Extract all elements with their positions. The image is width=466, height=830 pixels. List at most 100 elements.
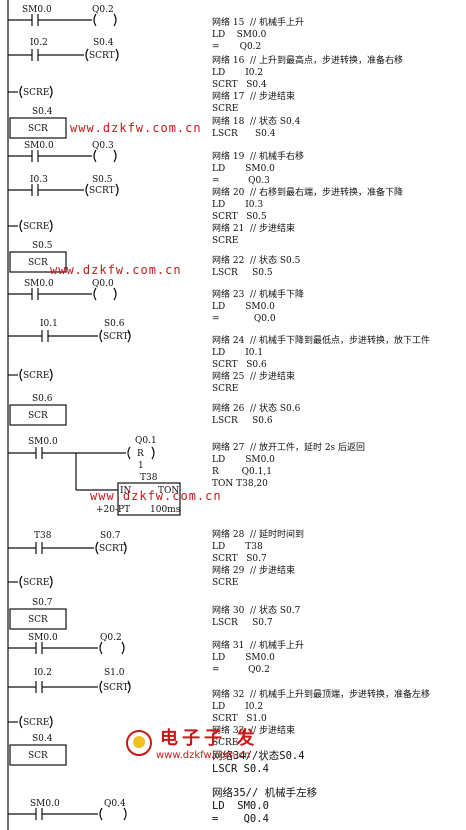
- svg-text:S0.4: S0.4: [32, 107, 53, 117]
- svg-text:I0.1: I0.1: [40, 319, 58, 329]
- il-line: = Q0.2: [212, 42, 262, 52]
- il-line: LD SM0.0: [212, 800, 269, 812]
- rung-2: I0.2 S0.4 SCRT: [8, 38, 119, 62]
- il-line: SCRT S0.6: [212, 360, 267, 370]
- il-line: LSCR S0.4: [212, 129, 276, 139]
- il-line: 网络 27 // 放开工件，延时 2s 后返回: [212, 443, 366, 453]
- il-line: 网络 32 // 机械手上升到最顶端，步进转换，准备左移: [212, 690, 430, 700]
- svg-text:Q0.1: Q0.1: [135, 436, 157, 446]
- il-line: LSCR S0.6: [212, 416, 273, 426]
- il-line: R Q0.1,1: [212, 467, 272, 477]
- il-line: 网络 31 // 机械手上升: [212, 641, 304, 651]
- svg-text:SCR: SCR: [28, 258, 48, 268]
- rung-5: SM0.0 Q0.3: [8, 141, 117, 163]
- svg-text:SCR: SCR: [28, 411, 48, 421]
- svg-text:I0.2: I0.2: [30, 38, 48, 48]
- il-line: 网络 28 // 延时时间到: [212, 530, 304, 540]
- svg-text:100ms: 100ms: [150, 505, 181, 515]
- il-line: LD T38: [212, 542, 263, 552]
- watermark: www.dzkfw.com.cn: [50, 263, 182, 277]
- il-line: 网络 20 // 右移到最右端，步进转换，准备下降: [212, 188, 403, 198]
- watermark: www.dzkfw.com.cn: [90, 489, 222, 503]
- il-line: LD SM0.0: [212, 455, 275, 465]
- svg-text:SM0.0: SM0.0: [28, 633, 58, 643]
- svg-text:SM0.0: SM0.0: [24, 279, 54, 289]
- il-line: SCRT S0.4: [212, 80, 267, 90]
- svg-text:S0.5: S0.5: [32, 241, 53, 251]
- watermark: www.dzkfw.com.cn: [70, 121, 202, 135]
- svg-text:S0.4: S0.4: [93, 38, 114, 48]
- il-line: TON T38,20: [212, 479, 268, 489]
- rung-8: S0.5 SCR: [9, 241, 67, 273]
- il-line: SCRT S0.5: [212, 212, 267, 222]
- il-line: 网络35// 机械手左移: [212, 787, 318, 799]
- svg-text:SCRT: SCRT: [103, 332, 129, 342]
- rung-19: SCRE: [8, 715, 53, 729]
- il-line: 网络 29 // 步进结束: [212, 566, 295, 576]
- il-line: 网络34//状态S0.4: [212, 750, 305, 762]
- svg-text:SCRE: SCRE: [23, 718, 49, 728]
- svg-text:Q0.3: Q0.3: [92, 141, 114, 151]
- il-line: LD SM0.0: [212, 302, 275, 312]
- il-line: SCRT S1.0: [212, 714, 267, 724]
- rung-1: SM0.0 Q0.2: [8, 5, 117, 27]
- svg-text:Q0.4: Q0.4: [104, 799, 126, 809]
- svg-text:SCRE: SCRE: [23, 88, 49, 98]
- svg-text:I0.3: I0.3: [30, 175, 48, 185]
- rung-16: S0.7 SCR: [9, 598, 67, 630]
- rung-7: SCRE: [8, 219, 53, 233]
- il-line: LD SM0.0: [212, 653, 275, 663]
- il-line: 网络 15 // 机械手上升: [212, 18, 304, 28]
- il-line: SCRE: [212, 236, 239, 246]
- svg-text:S1.0: S1.0: [104, 668, 125, 678]
- svg-text:S0.6: S0.6: [104, 319, 125, 329]
- rung-12: S0.6 SCR: [9, 394, 67, 426]
- rung-4: S0.4 SCR: [9, 107, 67, 139]
- svg-text:SM0.0: SM0.0: [30, 799, 60, 809]
- svg-text:SCRT: SCRT: [89, 51, 115, 61]
- il-line: 网络 30 // 状态 S0.7: [212, 606, 301, 616]
- rung-21: SM0.0 Q0.4: [8, 799, 127, 821]
- svg-text:SCRE: SCRE: [23, 222, 49, 232]
- il-line: = Q0.2: [212, 665, 270, 675]
- svg-text:SCRT: SCRT: [103, 683, 129, 693]
- svg-text:SCRE: SCRE: [23, 578, 49, 588]
- svg-text:S0.6: S0.6: [32, 394, 53, 404]
- svg-text:SCRT: SCRT: [89, 186, 115, 196]
- il-line: LD I0.2: [212, 702, 264, 712]
- il-line: LD I0.1: [212, 348, 264, 358]
- watermark-logo-icon: [126, 730, 152, 756]
- il-line: SCRE: [212, 738, 239, 748]
- il-line: SCRE: [212, 384, 239, 394]
- svg-text:SM0.0: SM0.0: [24, 141, 54, 151]
- rung-11: SCRE: [8, 368, 53, 382]
- svg-text:S0.4: S0.4: [32, 734, 53, 744]
- svg-text:Q0.2: Q0.2: [92, 5, 114, 15]
- svg-text:SM0.0: SM0.0: [22, 5, 52, 15]
- il-line: 网络 21 // 步进结束: [212, 224, 295, 234]
- svg-text:SCRT: SCRT: [99, 544, 125, 554]
- watermark-brand-url: www.dzkfw.com.cn: [156, 750, 251, 761]
- il-line: 网络 19 // 机械手右移: [212, 152, 304, 162]
- watermark-brand: 电子子 发: [160, 728, 259, 749]
- svg-text:R: R: [137, 449, 144, 459]
- il-line: 网络 33 // 步进结束: [212, 726, 295, 736]
- svg-text:Q0.0: Q0.0: [92, 279, 114, 289]
- svg-text:Q0.2: Q0.2: [100, 633, 122, 643]
- il-line: 网络 26 // 状态 S0.6: [212, 404, 301, 414]
- rung-3: SCRE: [8, 85, 53, 99]
- rung-18: I0.2 S1.0 SCRT: [8, 668, 131, 694]
- il-line: LD SM0.0: [212, 30, 267, 40]
- il-line: 网络 24 // 机械手下降到最低点，步进转换，放下工件: [212, 336, 430, 346]
- il-line: 网络 23 // 机械手下降: [212, 290, 304, 300]
- il-line: 网络 22 // 状态 S0.5: [212, 256, 301, 266]
- il-line: 网络 18 // 状态 S0.4: [212, 117, 301, 127]
- il-line: 网络 17 // 步进结束: [212, 92, 295, 102]
- il-line: LSCR S0.7: [212, 618, 273, 628]
- rung-9: SM0.0 Q0.0: [8, 279, 117, 301]
- il-line: 网络 25 // 步进结束: [212, 372, 295, 382]
- svg-text:SCR: SCR: [28, 124, 48, 134]
- svg-text:IN: IN: [120, 486, 132, 496]
- svg-text:TON: TON: [158, 486, 179, 496]
